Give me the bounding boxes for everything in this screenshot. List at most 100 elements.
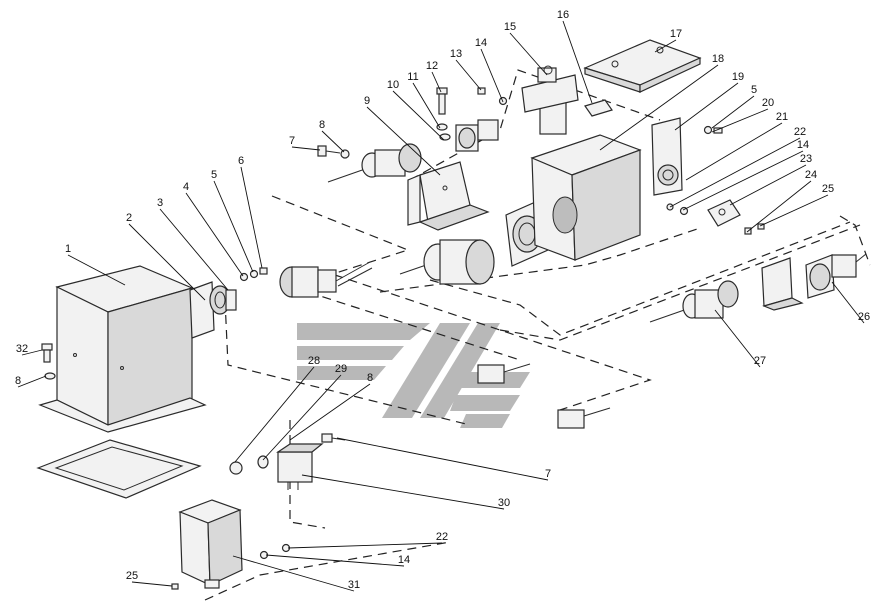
callout-label-c18: 18 [712, 53, 724, 65]
leader-line-c14c [265, 554, 405, 567]
washer-8-left [44, 372, 56, 380]
callout-label-c17: 17 [670, 28, 682, 40]
callout-label-c30: 30 [498, 497, 510, 509]
callout-label-c25b: 25 [126, 570, 138, 582]
leader-line-c23 [729, 164, 807, 206]
cover-17 [583, 39, 702, 93]
callout-label-c10: 10 [387, 79, 399, 91]
callout-label-c5b: 5 [751, 84, 757, 96]
leader-line-c5b [711, 95, 755, 129]
leader-line-c28 [234, 366, 315, 463]
leader-line-c24 [746, 180, 812, 233]
leader-line-c30 [301, 474, 505, 510]
bolt-7-top [317, 145, 341, 157]
leader-line-c27 [714, 309, 761, 368]
leader-line-c29 [262, 374, 342, 461]
callout-label-c4: 4 [183, 181, 189, 193]
leader-line-c21 [685, 122, 783, 181]
washer-5-right [703, 125, 713, 135]
nut-14-right [679, 206, 689, 216]
flange-connector-2-3 [189, 281, 237, 339]
callout-label-c23: 23 [800, 153, 812, 165]
callout-label-c28: 28 [308, 355, 320, 367]
module-31 [178, 499, 243, 589]
callout-label-c12: 12 [426, 60, 438, 72]
callout-label-c24: 24 [805, 169, 817, 181]
callout-label-c32: 32 [16, 343, 28, 355]
cable-plug-left [279, 261, 373, 298]
leader-line-c10 [392, 90, 445, 141]
leader-line-c12 [431, 71, 442, 93]
callout-label-c8a: 8 [319, 119, 325, 131]
callout-label-c14c: 14 [398, 554, 410, 566]
nut-6 [259, 267, 268, 275]
callout-label-c11: 11 [407, 71, 418, 83]
callout-label-c5a: 5 [211, 169, 217, 181]
callout-label-c27: 27 [754, 355, 766, 367]
leader-line-c4 [185, 192, 244, 277]
bracket-26 [761, 257, 804, 311]
callout-label-c25a: 25 [822, 183, 834, 195]
screw-7-lower [321, 433, 346, 443]
socket-26 [805, 253, 867, 299]
housing-box [38, 265, 207, 433]
leader-line-c16 [562, 20, 593, 104]
leader-line-c6 [240, 166, 263, 269]
callout-labels: 1234567891011121314151617181952021221423… [15, 9, 870, 591]
leader-line-c32 [21, 349, 43, 356]
leader-line-c15 [509, 32, 548, 76]
connector-block-lower [557, 407, 611, 429]
screw-25-right [757, 223, 765, 230]
leader-line-c22a [669, 137, 801, 208]
callout-label-c19: 19 [732, 71, 744, 83]
callout-label-c20: 20 [762, 97, 774, 109]
socket-connector-top [455, 119, 499, 152]
connector-23 [707, 199, 741, 227]
washer-8-top [340, 149, 350, 159]
callout-label-c22b: 22 [436, 531, 448, 543]
leader-line-c20 [711, 108, 769, 133]
leader-line-c1 [67, 254, 126, 286]
callout-label-c2: 2 [126, 212, 132, 224]
callout-label-c21: 21 [776, 111, 788, 123]
washer-5 [249, 269, 259, 279]
leader-line-c8a [321, 130, 345, 153]
callout-label-c14b: 14 [797, 139, 809, 151]
leader-line-c5a [213, 180, 254, 273]
callout-label-c22a: 22 [794, 126, 806, 138]
bolt-12 [436, 87, 448, 115]
screw-20 [713, 127, 723, 134]
leader-line-c14a [480, 48, 504, 103]
relay-30 [276, 443, 324, 490]
leader-line-c26 [831, 281, 865, 324]
box-18 [530, 134, 642, 261]
gasket [36, 439, 202, 499]
callout-label-c8b: 8 [367, 372, 373, 384]
main-plug [399, 239, 495, 285]
callout-label-c16: 16 [557, 9, 569, 21]
leader-line-c9 [366, 106, 441, 176]
callout-label-c13: 13 [450, 48, 462, 60]
screw-25-bottom [171, 583, 179, 590]
leader-line-c7a [291, 146, 321, 151]
callout-label-c14a: 14 [475, 37, 487, 49]
nut-28 [229, 461, 243, 475]
callout-leaders [17, 20, 865, 592]
callout-label-c9: 9 [364, 95, 370, 107]
callout-label-c3: 3 [157, 197, 163, 209]
callout-label-c29: 29 [335, 363, 347, 375]
leader-line-c8b [289, 383, 371, 441]
leader-line-c22b [287, 542, 443, 549]
leader-line-c31 [232, 555, 355, 592]
washer-29 [257, 455, 269, 469]
bolt-32 [41, 343, 53, 363]
plug-27 [649, 280, 739, 323]
callout-label-c8c: 8 [15, 375, 21, 387]
leader-line-c3 [159, 208, 229, 291]
callout-label-c31: 31 [348, 579, 360, 591]
long-plug-top [327, 143, 422, 183]
callout-label-c7b: 7 [545, 468, 551, 480]
leader-line-c18 [599, 64, 719, 151]
plate-16 [584, 99, 613, 117]
